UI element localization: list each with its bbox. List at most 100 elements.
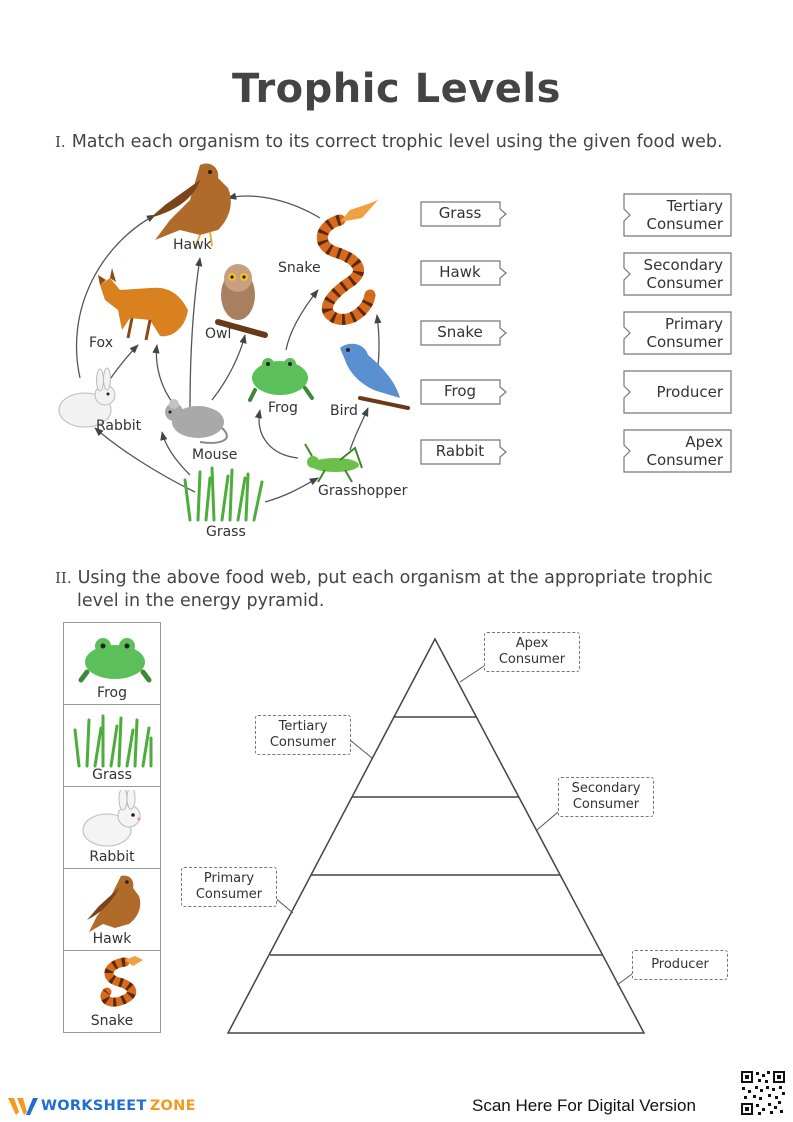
organism-card-hawk[interactable]: Hawk: [64, 869, 160, 951]
grass-icon: [183, 466, 264, 522]
web-label-frog: Frog: [268, 400, 298, 416]
arrow-grass-mouse: [160, 431, 191, 476]
web-label-fox: Fox: [89, 335, 113, 351]
pyramid-label-apex[interactable]: Apex Consumer: [484, 632, 580, 672]
worksheetzone-logo-icon: [8, 1098, 38, 1115]
section-1-text: Match each organism to its correct troph…: [71, 132, 723, 152]
leader-apex: [459, 665, 485, 683]
pyramid-label-tertiary[interactable]: Tertiary Consumer: [255, 715, 351, 755]
organism-card-grass-label: Grass: [92, 767, 132, 783]
organism-tag-frog[interactable]: Frog: [420, 379, 510, 405]
qr-code-icon[interactable]: [740, 1070, 786, 1116]
pyramid-label-secondary-line2: Consumer: [572, 797, 640, 812]
organism-tag-snake[interactable]: Snake: [420, 320, 510, 346]
leader-secondary: [536, 811, 559, 831]
level-tag-primary-line2: Consumer: [646, 333, 724, 351]
organism-card-grass[interactable]: Grass: [64, 705, 160, 787]
level-tag-producer[interactable]: Producer: [623, 370, 733, 414]
leader-producer: [616, 973, 633, 986]
organism-tag-hawk[interactable]: Hawk: [420, 260, 510, 286]
brand-text-worksheet: WORKSHEET: [41, 1098, 147, 1114]
frog-icon: [248, 358, 314, 402]
brand-text-zone: ZONE: [149, 1098, 196, 1114]
pyramid-label-tertiary-line2: Consumer: [269, 735, 337, 750]
organism-card-snake-label: Snake: [90, 1013, 134, 1029]
level-tag-apex-line2: Consumer: [646, 451, 724, 469]
bird-icon: [340, 343, 410, 410]
web-label-grasshopper: Grasshopper: [318, 483, 408, 499]
pyramid-label-apex-line2: Consumer: [498, 652, 566, 667]
fox-icon: [98, 268, 188, 341]
owl-icon: [215, 264, 268, 338]
level-tag-tertiary-line2: Consumer: [646, 215, 724, 233]
section-2-text-line1: Using the above food web, put each organ…: [77, 568, 713, 588]
arrow-mouse-owl: [211, 334, 247, 401]
pyramid-label-primary-line1: Primary: [203, 871, 255, 886]
section-1-instruction: I. Match each organism to its correct tro…: [55, 131, 723, 154]
snake-icon: [317, 200, 378, 325]
pyramid-label-primary-line2: Consumer: [195, 887, 263, 902]
web-label-bird: Bird: [330, 403, 358, 419]
section-1-numeral: I.: [55, 133, 66, 151]
organism-tag-rabbit[interactable]: Rabbit: [420, 439, 510, 465]
arrow-mouse-fox: [152, 344, 173, 403]
arrow-frog-snake: [285, 289, 319, 351]
organism-card-frog-label: Frog: [97, 685, 127, 701]
grasshopper-icon: [304, 443, 363, 483]
pyramid-label-primary[interactable]: Primary Consumer: [181, 867, 277, 907]
organism-cards: Frog Grass Rabbit Hawk: [63, 622, 161, 1033]
level-tag-secondary-line2: Consumer: [646, 274, 724, 292]
frog-icon: [78, 638, 152, 683]
section-2-instruction: II. Using the above food web, put each or…: [55, 567, 713, 613]
arrow-grass-grasshopper: [264, 477, 319, 503]
mouse-icon: [165, 399, 228, 444]
leader-tertiary: [349, 739, 373, 759]
grass-icon: [73, 714, 153, 768]
pyramid-label-tertiary-line1: Tertiary: [278, 719, 328, 734]
organism-tag-grass[interactable]: Grass: [420, 201, 510, 227]
web-label-mouse: Mouse: [192, 447, 238, 463]
section-2-text-line2: level in the energy pyramid.: [77, 591, 325, 611]
level-tag-secondary-line1: Secondary: [643, 256, 723, 274]
snake-icon: [100, 956, 143, 1007]
pyramid-label-secondary[interactable]: Secondary Consumer: [558, 777, 654, 817]
rabbit-icon: [82, 790, 141, 847]
pyramid-label-producer[interactable]: Producer: [632, 950, 728, 980]
pyramid-outline: [226, 637, 646, 1034]
pyramid-label-apex-line1: Apex: [515, 636, 549, 651]
level-tag-producer-line1: Producer: [656, 383, 723, 401]
section-2-numeral: II.: [55, 569, 72, 587]
pyramid-label-producer-line1: Producer: [651, 957, 709, 972]
organism-card-rabbit-label: Rabbit: [89, 849, 135, 865]
organism-card-hawk-label: Hawk: [92, 931, 132, 947]
food-web-diagram: [58, 163, 410, 522]
hawk-icon: [150, 163, 231, 249]
organism-card-snake[interactable]: Snake: [64, 951, 160, 1032]
page-title: Trophic Levels: [232, 66, 561, 112]
pyramid-label-secondary-line1: Secondary: [571, 781, 641, 796]
arrow-snake-hawk: [227, 192, 321, 219]
level-tag-tertiary-line1: Tertiary: [666, 197, 723, 215]
web-label-grass: Grass: [206, 524, 246, 540]
arrow-grass-rabbit: [94, 427, 196, 493]
arrow-mouse-hawk: [189, 257, 203, 409]
scan-text: Scan Here For Digital Version: [472, 1096, 696, 1115]
arrow-grasshopper-frog: [254, 409, 299, 459]
footer-brand[interactable]: WORKSHEET ZONE: [7, 1093, 196, 1119]
web-label-owl: Owl: [205, 326, 232, 342]
hawk-icon: [87, 875, 141, 932]
arrow-grasshopper-bird: [349, 407, 369, 451]
arrow-rabbit-hawk: [75, 214, 156, 379]
web-label-hawk: Hawk: [173, 237, 212, 253]
level-tag-apex-line1: Apex: [685, 433, 723, 451]
organism-card-frog[interactable]: Frog: [64, 623, 160, 705]
level-tag-primary-line1: Primary: [665, 315, 723, 333]
web-label-rabbit: Rabbit: [96, 418, 142, 434]
organism-card-rabbit[interactable]: Rabbit: [64, 787, 160, 869]
rabbit-icon: [58, 367, 116, 428]
web-label-snake: Snake: [278, 260, 321, 276]
